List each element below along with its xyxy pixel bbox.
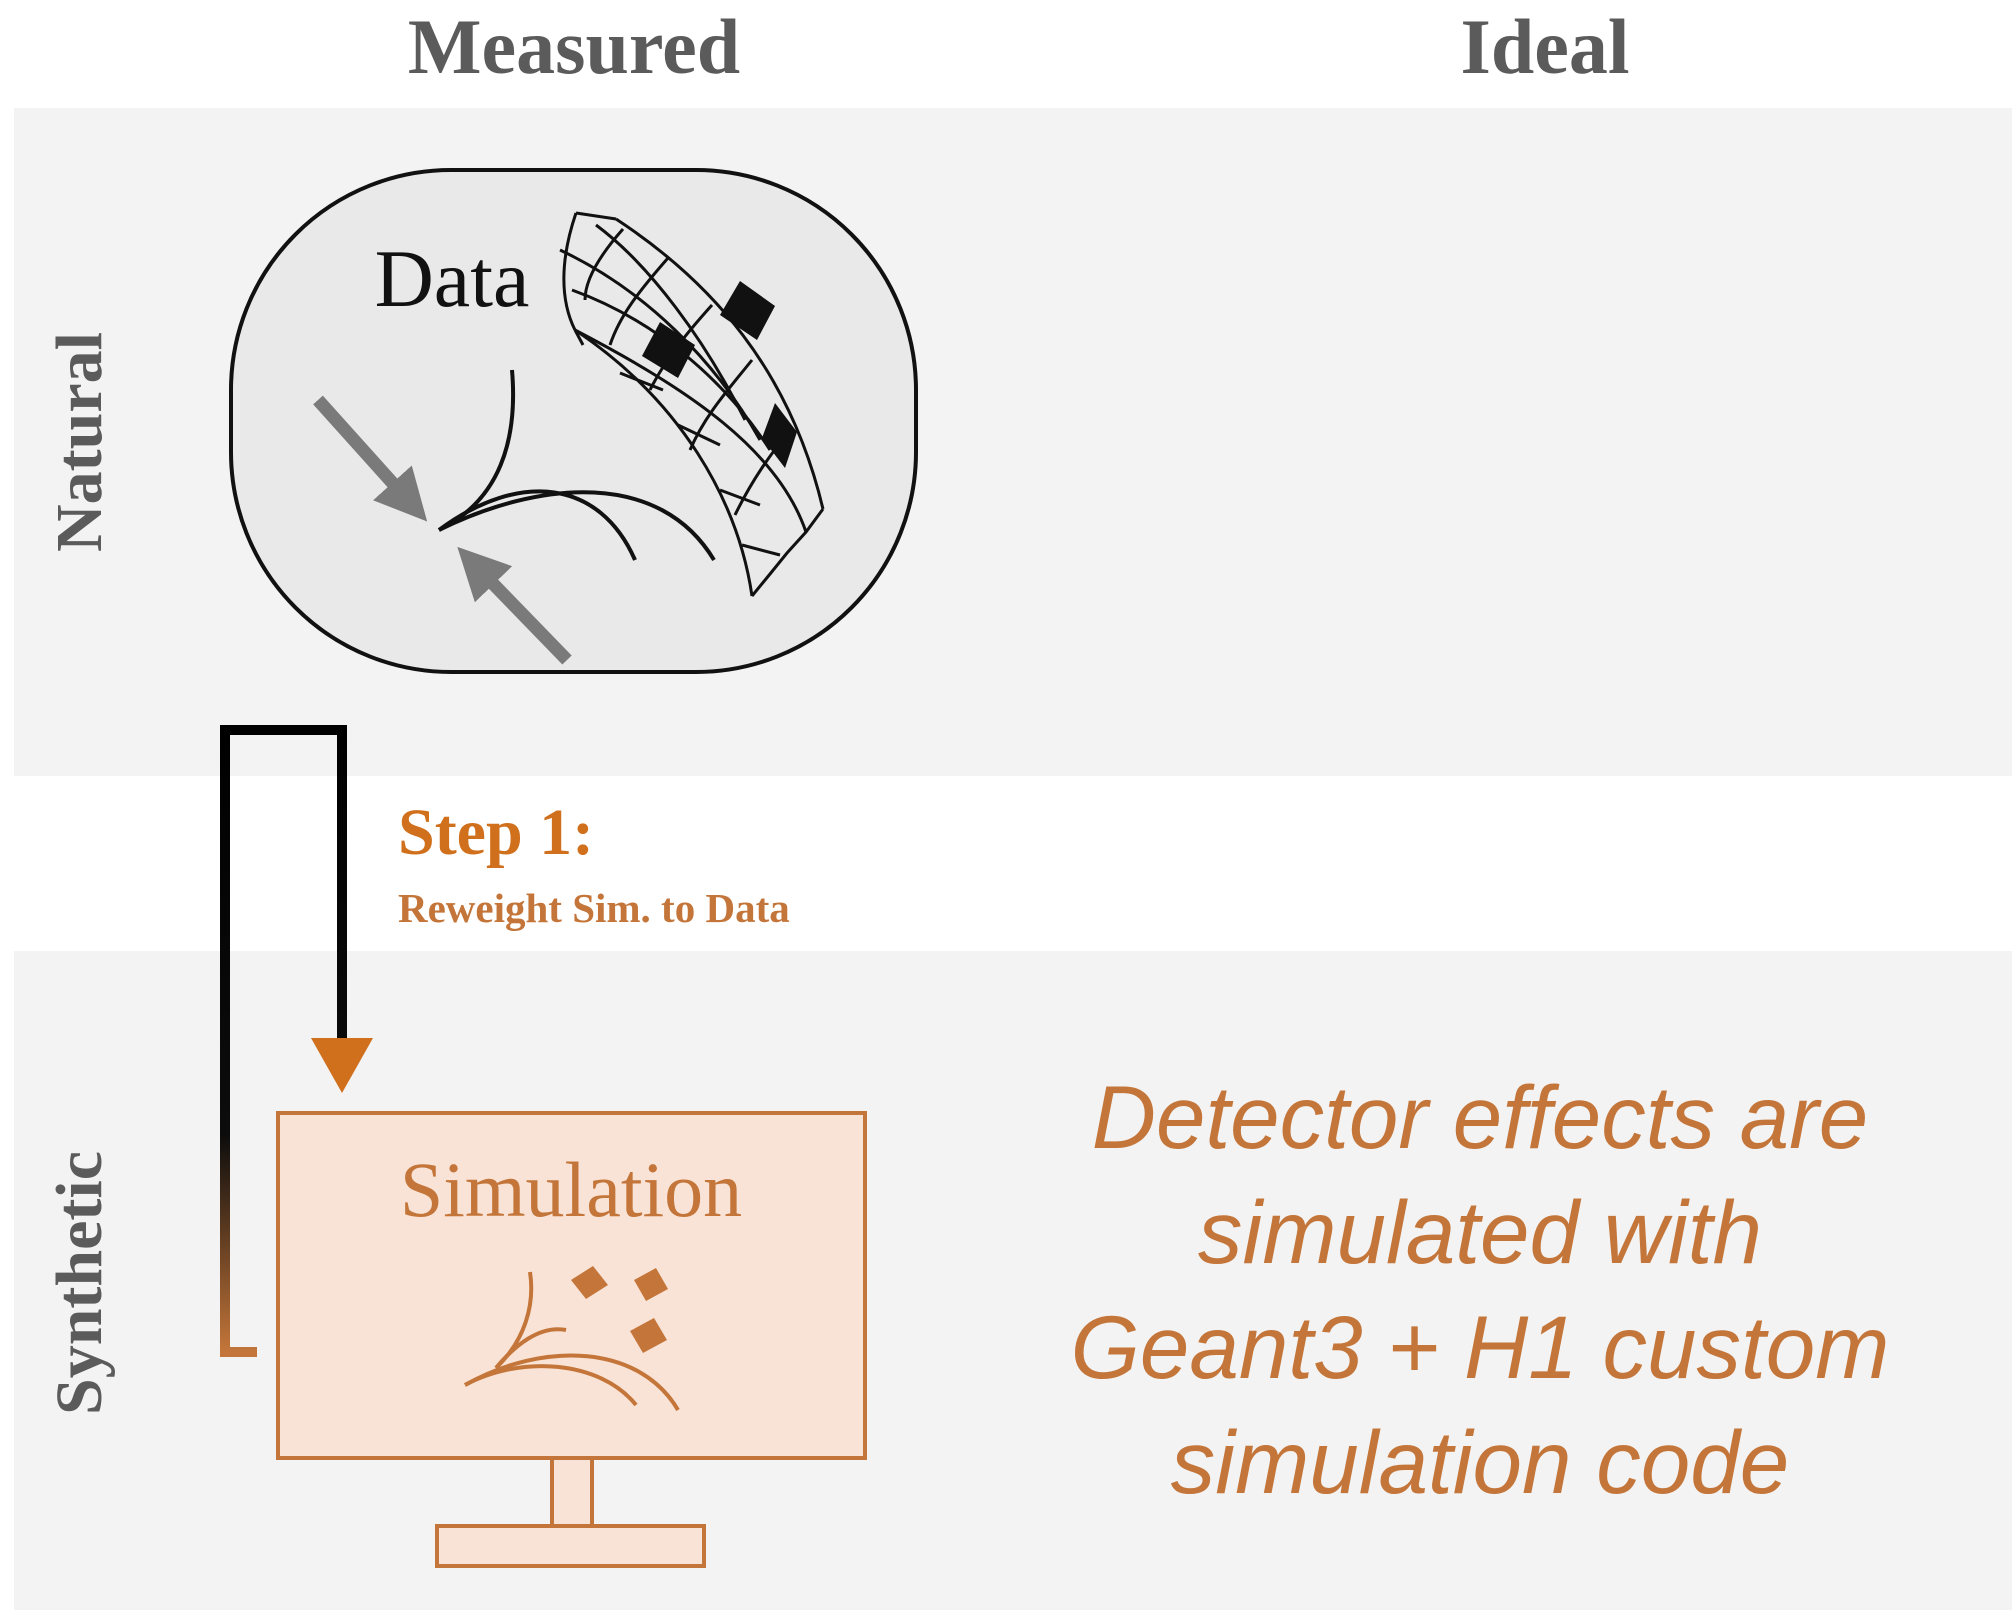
step1-title: Step 1: bbox=[398, 796, 595, 869]
detector-hit-cells bbox=[642, 281, 797, 468]
note-line: Geant3 + H1 custom bbox=[1070, 1297, 1890, 1397]
incoming-beam-arrow-upper bbox=[313, 395, 428, 522]
data-box-label: Data bbox=[375, 233, 530, 324]
simulation-monitor-base bbox=[435, 1524, 706, 1568]
detector-grid-icon bbox=[559, 211, 825, 597]
measured-column-header: Measured bbox=[407, 3, 741, 90]
incoming-beam-arrow-lower bbox=[457, 546, 572, 665]
simulated-hit-cells bbox=[571, 1266, 668, 1353]
ideal-column-header: Ideal bbox=[1460, 3, 1630, 90]
note-line: simulated with bbox=[1198, 1182, 1762, 1282]
step1-subtitle: Reweight Sim. to Data bbox=[398, 885, 790, 931]
simulated-tracks-icon bbox=[464, 1271, 680, 1412]
note-line: Detector effects are bbox=[1091, 1067, 1869, 1167]
simulation-monitor-screen bbox=[276, 1111, 867, 1460]
simulation-monitor-neck bbox=[550, 1456, 594, 1528]
particle-tracks-icon bbox=[437, 369, 716, 562]
step1-arrow-head bbox=[311, 1038, 373, 1093]
detector-effects-note: Detector effects are simulated with Gean… bbox=[1000, 1060, 1960, 1520]
simulation-box-label: Simulation bbox=[400, 1146, 742, 1233]
note-line: simulation code bbox=[1170, 1412, 1790, 1512]
step1-reweight-connector bbox=[220, 725, 347, 1357]
